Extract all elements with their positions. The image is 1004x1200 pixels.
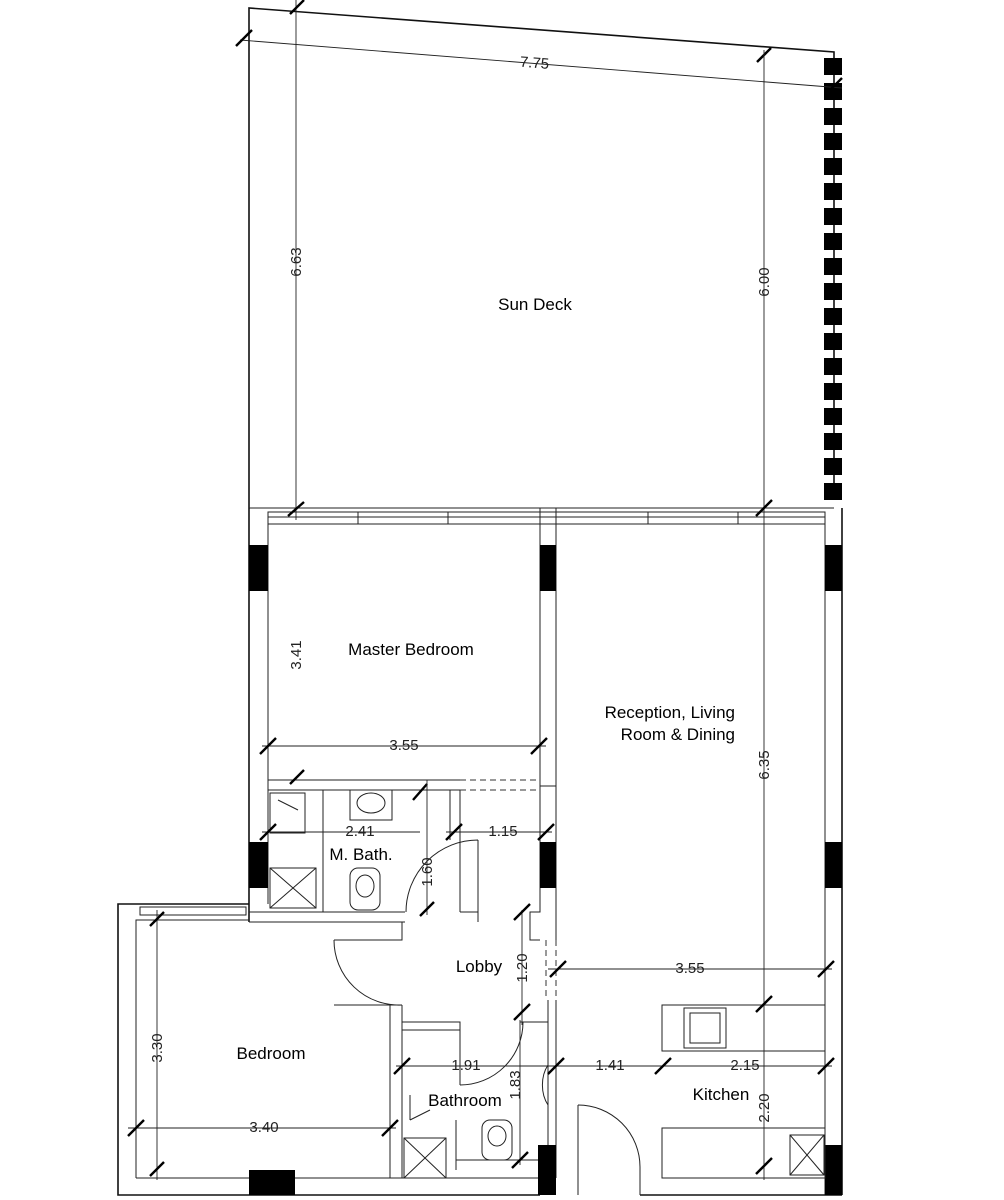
dim-master-bath-depth: 1.60 xyxy=(419,857,436,886)
railing-post xyxy=(824,483,842,500)
sun-deck-railing xyxy=(824,58,842,500)
dimension-labels: 7.75 6.63 6.00 3.41 3.55 6.35 2.41 1.15 … xyxy=(149,54,773,1136)
shower-box xyxy=(403,1137,447,1179)
railing-post xyxy=(824,258,842,275)
railing-post xyxy=(824,283,842,300)
room-label-reception-line2: Room & Dining xyxy=(621,725,735,744)
column xyxy=(249,842,268,888)
door-swing xyxy=(577,1104,641,1195)
kitchen-counter xyxy=(661,1127,826,1179)
columns xyxy=(249,545,842,1195)
dim-reception-depth: 6.35 xyxy=(756,750,773,779)
door-swing xyxy=(333,939,403,1006)
railing-post xyxy=(824,108,842,125)
dim-master-bedroom-depth: 3.41 xyxy=(288,640,305,669)
dim-master-bedroom-width: 3.55 xyxy=(389,737,418,754)
dim-master-bath-width: 2.41 xyxy=(345,823,374,840)
dim-lobby-depth: 1.20 xyxy=(514,953,531,982)
toilet xyxy=(349,867,381,911)
dim-bedroom-width: 3.40 xyxy=(249,1119,278,1136)
room-label-bathroom: Bathroom xyxy=(428,1091,502,1110)
railing-post xyxy=(824,183,842,200)
column xyxy=(249,545,268,591)
fixtures xyxy=(269,789,826,1179)
railing-post xyxy=(824,383,842,400)
sun-deck-area xyxy=(248,7,842,509)
column xyxy=(825,1145,842,1195)
railing-post xyxy=(824,58,842,75)
column xyxy=(538,1145,556,1195)
glazing-strip xyxy=(267,511,826,525)
room-label-master-bedroom: Master Bedroom xyxy=(348,640,474,659)
toilet xyxy=(481,1119,513,1161)
shower-tray xyxy=(269,792,306,834)
dim-kitchen-depth: 2.20 xyxy=(756,1093,773,1122)
kitchen-sink xyxy=(683,1007,727,1049)
dim-sun-deck-depth-left: 6.63 xyxy=(288,247,305,276)
dim-bathroom-depth: 1.83 xyxy=(507,1070,524,1099)
railing-post xyxy=(824,233,842,250)
dim-sun-deck-depth-right: 6.00 xyxy=(756,267,773,296)
room-labels: Sun Deck Master Bedroom Reception, Livin… xyxy=(237,295,750,1110)
railing-post xyxy=(824,333,842,350)
dim-bedroom-depth: 3.30 xyxy=(149,1033,166,1062)
dim-bathroom-width: 1.91 xyxy=(451,1057,480,1074)
kitchen-counter xyxy=(661,1004,826,1052)
interior-walls xyxy=(249,507,579,1195)
room-label-bedroom: Bedroom xyxy=(237,1044,306,1063)
washbasin xyxy=(541,1064,549,1106)
railing-post xyxy=(824,308,842,325)
sun-deck-outline xyxy=(248,7,835,508)
railing-post xyxy=(824,358,842,375)
railing-post xyxy=(824,158,842,175)
dim-master-bath-passage: 1.15 xyxy=(488,823,517,840)
column xyxy=(540,842,556,888)
dim-sun-deck-width: 7.75 xyxy=(519,54,549,73)
railing-post xyxy=(824,408,842,425)
room-label-lobby: Lobby xyxy=(456,957,503,976)
shower-box xyxy=(269,867,317,909)
column xyxy=(249,1170,295,1195)
dim-kitchen-width-left: 1.41 xyxy=(595,1057,624,1074)
glazing-frame xyxy=(267,511,826,525)
dimension-lines xyxy=(127,0,843,1180)
railing-post xyxy=(824,458,842,475)
appliance xyxy=(789,1134,825,1176)
column xyxy=(825,545,842,591)
washbasin xyxy=(349,789,393,821)
column xyxy=(825,842,842,888)
room-label-master-bath: M. Bath. xyxy=(329,845,392,864)
dim-kitchen-width-right: 2.15 xyxy=(730,1057,759,1074)
dim-reception-width: 3.55 xyxy=(675,960,704,977)
railing-post xyxy=(824,433,842,450)
door-swing xyxy=(405,839,479,913)
column xyxy=(540,545,556,591)
railing-post xyxy=(824,133,842,150)
room-label-sun-deck: Sun Deck xyxy=(498,295,572,314)
room-label-reception-line1: Reception, Living xyxy=(605,703,735,722)
room-label-kitchen: Kitchen xyxy=(693,1085,750,1104)
railing-post xyxy=(824,208,842,225)
door-swing xyxy=(459,1021,524,1086)
